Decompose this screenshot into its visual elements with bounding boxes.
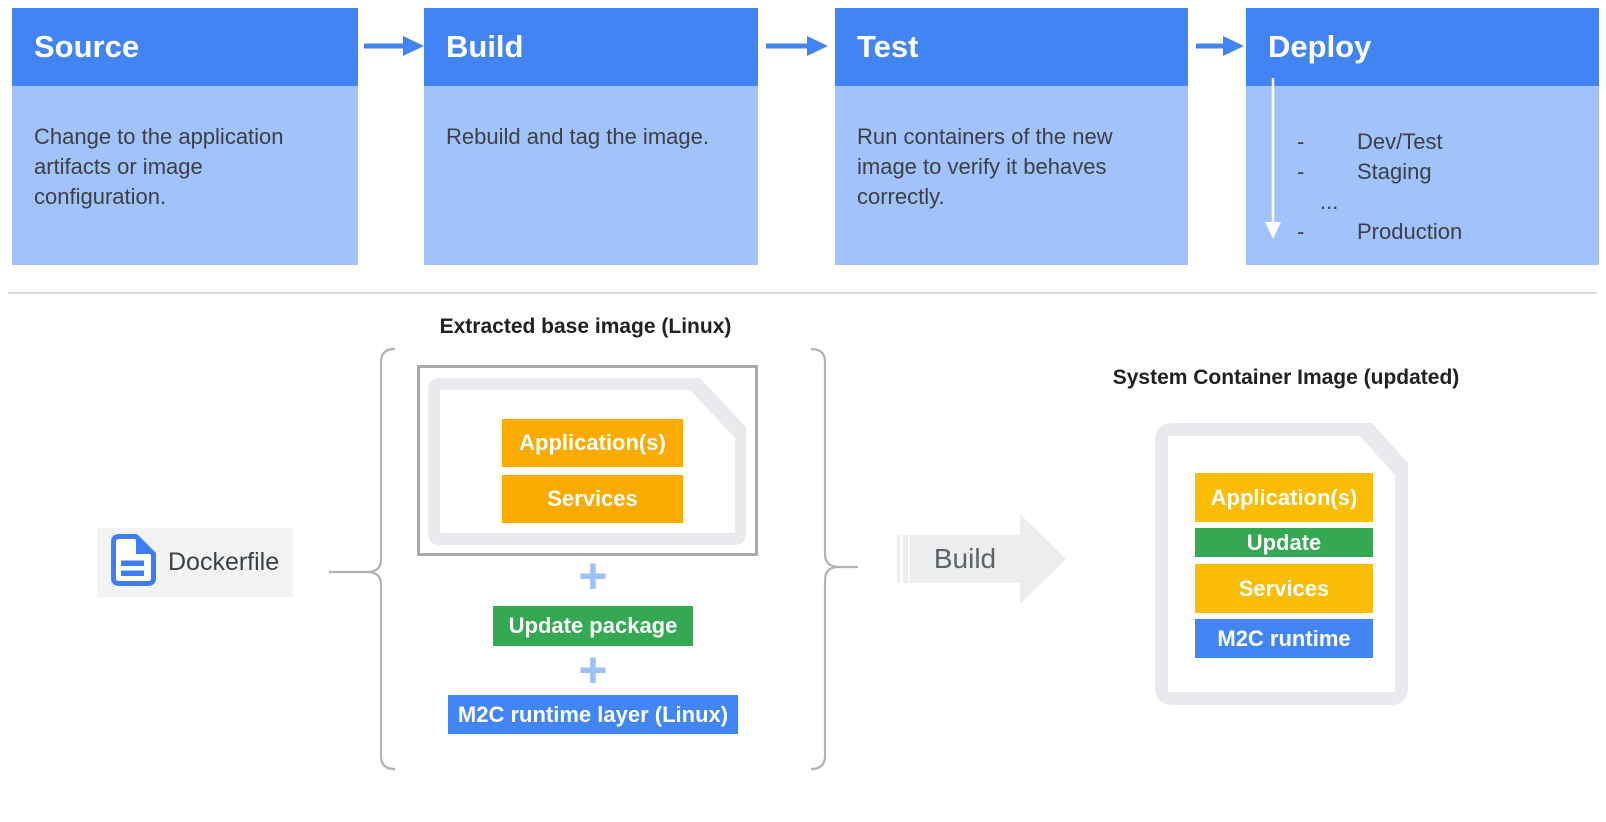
dockerfile-chip: Dockerfile [97,528,293,597]
stage-card-source: Source Change to the application artifac… [12,8,358,265]
dockerfile-icon [110,534,156,591]
stage-title-source: Source [12,8,358,86]
stage-card-test: Test Run containers of the new image to … [835,8,1188,265]
layer-bar-applications: Application(s) [502,419,683,467]
stage-description-build: Rebuild and tag the image. [424,86,758,265]
plus-symbol: + [578,642,608,698]
arrow-source-to-build [364,36,424,56]
left-brace [329,347,396,771]
m2c-runtime-layer-bar: M2C runtime layer (Linux) [448,695,738,734]
extracted-base-image-title: Extracted base image (Linux) [439,315,732,338]
right-brace [810,347,858,771]
bullet-dash: - [1297,129,1305,154]
arrow-test-to-deploy [1196,36,1244,56]
result-layer-applications: Application(s) [1195,473,1373,522]
stage-description-source: Change to the application artifacts or i… [12,86,358,265]
bullet-dash: - [1297,219,1305,244]
deploy-target-production: - Production [1297,217,1599,247]
dockerfile-label: Dockerfile [168,548,280,576]
deploy-target-staging: - Staging [1297,157,1599,187]
stage-card-deploy: Deploy - Dev/Test - Staging ... - Produc… [1246,8,1599,265]
update-package-bar: Update package [493,606,693,646]
bullet-dash: - [1297,159,1305,184]
stage-description-test: Run containers of the new image to verif… [835,86,1188,265]
arrow-build-to-test [766,36,828,56]
stage-title-build: Build [424,8,758,86]
deploy-target-list: - Dev/Test - Staging ... - Production [1246,86,1599,265]
section-divider [8,292,1597,294]
layer-bar-services: Services [502,475,683,523]
plus-symbol: + [578,548,608,604]
result-layer-update: Update [1195,528,1373,557]
stage-card-build: Build Rebuild and tag the image. [424,8,758,265]
stage-title-test: Test [835,8,1188,86]
build-arrow-label: Build [933,543,997,574]
result-layer-services: Services [1195,564,1373,613]
result-layer-m2c-runtime: M2C runtime [1195,619,1373,658]
deploy-target-dev-test: - Dev/Test [1297,127,1599,157]
deploy-target-ellipsis: ... [1297,187,1599,217]
system-container-image-title: System Container Image (updated) [1112,366,1460,389]
stage-title-deploy: Deploy [1246,8,1599,86]
